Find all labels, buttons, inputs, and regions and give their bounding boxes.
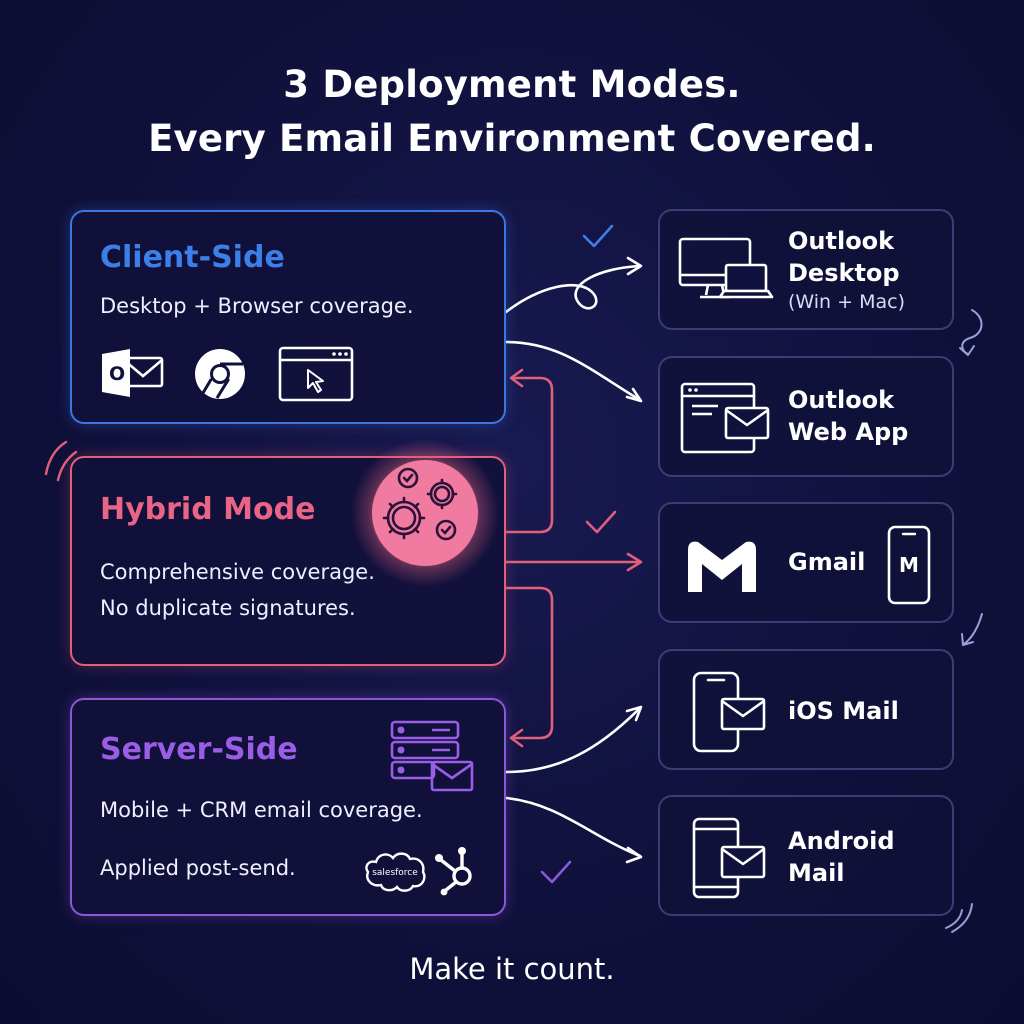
salesforce-icon: salesforce	[362, 848, 428, 894]
android-mail-line-1: Android	[788, 827, 895, 855]
squiggle-arrowhead	[959, 345, 975, 356]
arrow-hybrid-to-client	[504, 376, 554, 534]
outlook-web-line-2: Web App	[788, 418, 909, 446]
arrowhead-outlook-web	[625, 387, 643, 403]
arrow-server-android	[504, 796, 642, 858]
squiggle-icon	[963, 613, 983, 645]
check-icon	[585, 510, 617, 534]
arrow-server-ios	[504, 706, 642, 774]
ios-mail-label: iOS Mail	[788, 697, 899, 725]
phone-mail-icon	[690, 669, 770, 755]
client-side-card: Client-Side Desktop + Browser coverage. …	[70, 210, 506, 424]
arrowhead-hybrid-server	[509, 728, 524, 748]
arrowhead-android	[625, 846, 643, 864]
gmail-label: Gmail	[788, 548, 866, 576]
client-side-description: Desktop + Browser coverage.	[100, 294, 414, 318]
squiggle-arrowhead	[961, 633, 974, 646]
page-title: 3 Deployment Modes. Every Email Environm…	[0, 58, 1024, 166]
arrowhead-outlook-desktop	[626, 256, 643, 276]
server-side-description-2: Applied post-send.	[100, 856, 296, 880]
salesforce-label: salesforce	[372, 868, 418, 878]
server-side-title: Server-Side	[100, 732, 298, 767]
sparkle-lines	[44, 440, 78, 482]
gmail-icon	[684, 536, 760, 594]
gears-check-icon	[350, 438, 500, 588]
arrow-client-outlook-desktop	[504, 264, 642, 314]
desktop-laptop-icon	[676, 235, 776, 307]
target-ios-mail: iOS Mail	[658, 649, 954, 770]
outlook-letter: O	[109, 363, 125, 385]
android-mail-label: Android Mail	[788, 825, 895, 889]
check-icon	[582, 224, 614, 248]
hybrid-mode-title: Hybrid Mode	[100, 492, 316, 527]
browser-mail-icon	[678, 380, 774, 456]
arrow-hybrid-to-server	[504, 586, 554, 740]
browser-window-icon	[278, 346, 354, 402]
server-side-card: Server-Side Mobile + CRM email coverage.…	[70, 698, 506, 916]
chrome-icon	[192, 346, 248, 402]
title-line-2: Every Email Environment Covered.	[148, 117, 876, 160]
outlook-desktop-line-1: Outlook	[788, 227, 895, 255]
arrowhead-ios	[625, 705, 643, 722]
outlook-web-app-label: Outlook Web App	[788, 384, 908, 448]
arrow-client-outlook-web	[504, 340, 642, 402]
target-outlook-web-app: Outlook Web App	[658, 356, 954, 477]
outlook-icon: O	[100, 348, 166, 398]
android-mail-line-2: Mail	[788, 859, 845, 887]
target-gmail: Gmail M	[658, 502, 954, 623]
target-android-mail: Android Mail	[658, 795, 954, 916]
hybrid-mode-description-1: Comprehensive coverage.	[100, 560, 375, 584]
phone-gmail-letter: M	[899, 553, 919, 577]
target-outlook-desktop: Outlook Desktop (Win + Mac)	[658, 209, 954, 330]
arrowhead-hybrid-client	[509, 368, 524, 388]
client-side-title: Client-Side	[100, 240, 285, 275]
footer-tagline: Make it count.	[409, 952, 615, 986]
server-side-description-1: Mobile + CRM email coverage.	[100, 798, 423, 822]
arrowhead-gmail	[626, 552, 643, 572]
outlook-desktop-line-2: Desktop	[788, 259, 900, 287]
hybrid-mode-description-2: No duplicate signatures.	[100, 596, 356, 620]
server-mail-icon	[388, 718, 478, 794]
hubspot-icon	[432, 840, 482, 896]
sparkle-lines	[945, 903, 973, 933]
phone-mail-icon	[690, 815, 770, 901]
title-line-1: 3 Deployment Modes.	[283, 63, 741, 106]
outlook-desktop-label: Outlook Desktop	[788, 225, 900, 289]
check-icon	[540, 860, 572, 884]
outlook-desktop-platforms: (Win + Mac)	[788, 291, 905, 313]
outlook-web-line-1: Outlook	[788, 386, 895, 414]
phone-gmail-icon: M	[886, 524, 932, 606]
